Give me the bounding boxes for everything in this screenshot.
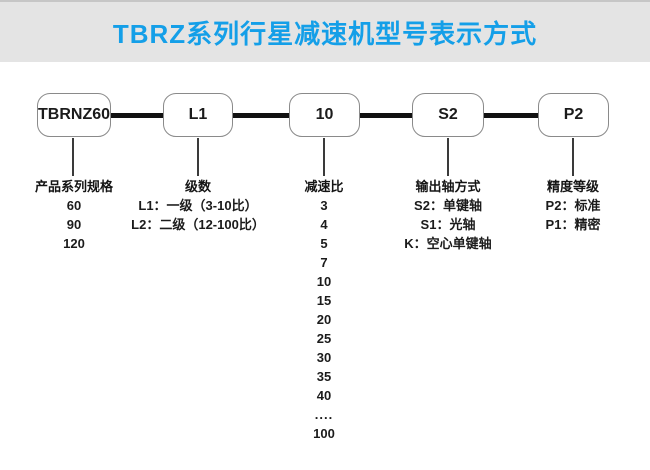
column-item: 7 <box>320 255 328 270</box>
column-header: 精度等级 <box>546 179 599 194</box>
column-item: 15 <box>316 293 332 308</box>
column-item: K：空心单键轴 <box>404 236 492 251</box>
leader-line <box>197 138 199 176</box>
connector-line <box>233 113 289 118</box>
column-item: P2：标准 <box>545 198 601 213</box>
column-item: 5 <box>320 236 328 251</box>
column-item: S2：单键轴 <box>414 198 482 213</box>
model-box-stage: L1 <box>163 93 233 137</box>
column-stage-count: 级数 L1：一级（3-10比） L2：二级（12-100比） <box>108 177 288 234</box>
column-item-ellipsis: .... <box>314 407 334 422</box>
model-box-stage-label: L1 <box>188 106 208 123</box>
column-item: 120 <box>63 236 85 251</box>
model-box-output-shaft-label: S2 <box>438 106 458 123</box>
leader-line <box>323 138 325 176</box>
column-header: 产品系列规格 <box>34 179 113 194</box>
column-item: 60 <box>66 198 82 213</box>
page-title: TBRZ系列行星减速机型号表示方式 <box>112 18 538 49</box>
column-item: S1：光轴 <box>420 217 476 232</box>
column-item: 100 <box>313 426 335 441</box>
connector-line <box>111 113 163 118</box>
column-item: P1：精密 <box>545 217 601 232</box>
connector-line <box>484 113 538 118</box>
model-box-ratio: 10 <box>289 93 360 137</box>
column-item: 40 <box>316 388 332 403</box>
column-item: 30 <box>316 350 332 365</box>
column-header: 输出轴方式 <box>415 179 481 194</box>
leader-line <box>572 138 574 176</box>
column-header: 级数 <box>184 179 211 194</box>
leader-line <box>72 138 74 176</box>
model-box-ratio-label: 10 <box>315 106 334 123</box>
leader-line <box>447 138 449 176</box>
column-item: 35 <box>316 369 332 384</box>
column-item: 90 <box>66 217 82 232</box>
model-box-precision: P2 <box>538 93 609 137</box>
column-item: 10 <box>316 274 332 289</box>
model-box-series: TBRNZ60 <box>37 93 111 137</box>
column-item: L2：二级（12-100比） <box>131 217 265 232</box>
model-box-output-shaft: S2 <box>412 93 484 137</box>
column-item: 20 <box>316 312 332 327</box>
column-item: 3 <box>320 198 328 213</box>
column-header: 减速比 <box>304 179 344 194</box>
column-item: 25 <box>316 331 332 346</box>
column-product-series: 产品系列规格 60 90 120 <box>8 177 140 253</box>
column-precision-grade: 精度等级 P2：标准 P1：精密 <box>508 177 638 234</box>
column-output-shaft-type: 输出轴方式 S2：单键轴 S1：光轴 K：空心单键轴 <box>368 177 528 253</box>
model-box-precision-label: P2 <box>563 106 584 123</box>
connector-line <box>360 113 412 118</box>
model-box-series-label: TBRNZ60 <box>38 106 111 123</box>
header-band: TBRZ系列行星减速机型号表示方式 <box>0 0 650 62</box>
column-item: 4 <box>320 217 328 232</box>
column-item: L1：一级（3-10比） <box>138 198 258 213</box>
column-reduction-ratio: 减速比 3 4 5 7 10 15 20 25 30 35 40 .... 10… <box>274 177 374 443</box>
